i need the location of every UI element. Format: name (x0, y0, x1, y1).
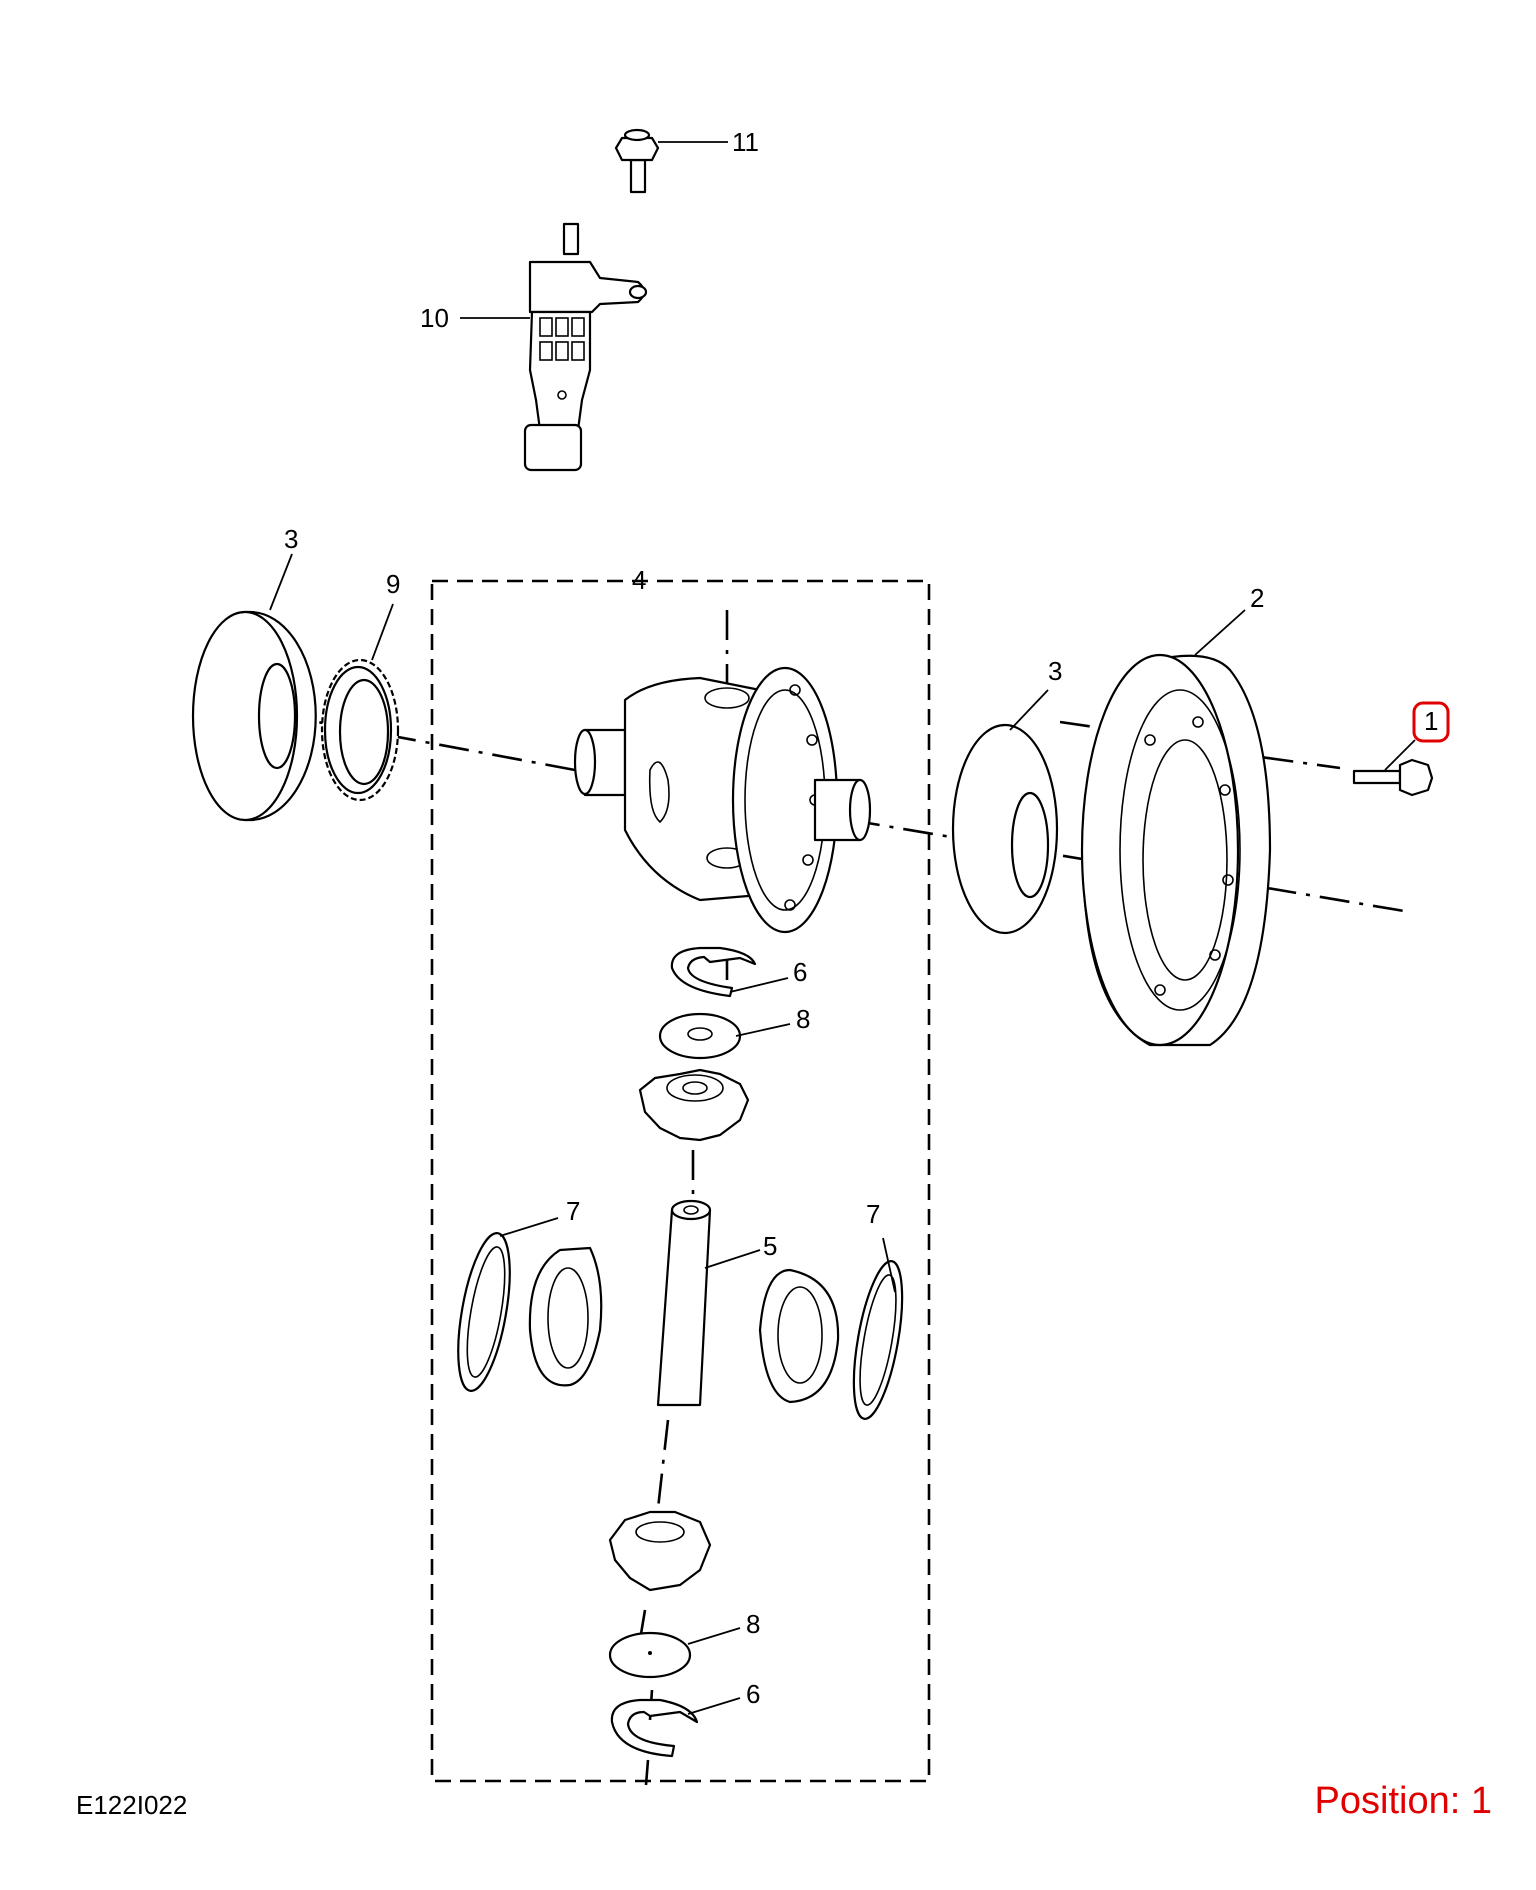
part-10-speed-sensor (523, 222, 648, 472)
callout-9: 9 (386, 569, 400, 599)
position-label: Position: 1 (1314, 1780, 1492, 1822)
callout-3-left: 3 (284, 524, 298, 554)
callout-8-top: 8 (796, 1004, 810, 1034)
part-3-bearing-right (951, 723, 1059, 935)
side-gear-left (528, 1246, 603, 1387)
callout-6-top: 6 (793, 957, 807, 987)
part-4-differential-case (573, 666, 872, 934)
leader-lines (269, 141, 1416, 1715)
callout-4: 4 (632, 565, 646, 595)
part-2-ring-gear (1080, 653, 1272, 1047)
part-8-washer-top (658, 1012, 742, 1060)
part-6-clip-bottom (610, 1698, 699, 1758)
side-gear-right (758, 1268, 840, 1404)
pinion-gear-upper (638, 1068, 750, 1142)
selected-callout-highlight (1412, 701, 1450, 743)
part-9-gear-ring (320, 658, 400, 802)
part-7-thrust-washer-right (852, 1260, 904, 1420)
callout-5: 5 (763, 1231, 777, 1261)
callout-10: 10 (420, 303, 449, 333)
pinion-gear-lower (608, 1510, 712, 1592)
part-1-bolt (1352, 758, 1434, 797)
part-7-thrust-washer-left (457, 1232, 511, 1392)
part-8-washer-bottom (608, 1631, 692, 1679)
part-3-bearing-left (191, 610, 317, 822)
part-5-cross-shaft (656, 1199, 712, 1407)
callout-1: 1 (1424, 706, 1438, 736)
callout-3-right: 3 (1048, 656, 1062, 686)
part-11-bolt (614, 128, 660, 194)
callout-8-bottom: 8 (746, 1609, 760, 1639)
callout-6-bottom: 6 (746, 1679, 760, 1709)
callout-7-right: 7 (866, 1199, 880, 1229)
callout-7-left: 7 (566, 1196, 580, 1226)
callout-labels: 11 10 3 9 4 2 3 1 6 8 7 7 5 8 6 (284, 127, 1438, 1709)
part-6-clip-top (670, 946, 757, 998)
diagram-code: E122I022 (76, 1790, 188, 1820)
callout-2: 2 (1250, 583, 1264, 613)
callout-11: 11 (732, 127, 759, 157)
